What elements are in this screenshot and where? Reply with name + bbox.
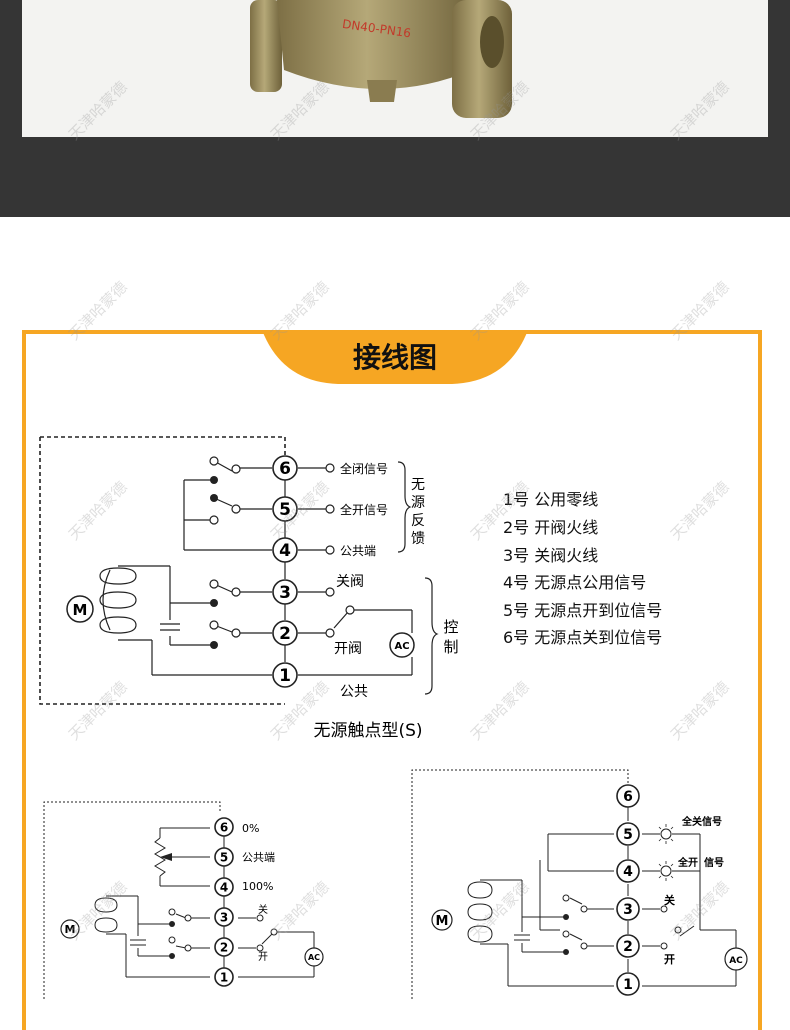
feedback-label-open: 全开信号	[340, 502, 388, 517]
lamp-label-signal: 信号	[704, 856, 724, 869]
terminal-circle	[214, 847, 234, 867]
pot-terminal-block: 6 5 4 3 2 1	[214, 817, 234, 987]
motor-symbol	[66, 595, 94, 623]
terminal-circle	[214, 907, 234, 927]
terminal-number: 1	[623, 977, 633, 993]
valve-right-port	[480, 16, 504, 68]
terminal-block: 6 5 4 3 2 1	[272, 455, 298, 688]
terminal-number: 3	[279, 583, 291, 603]
control-label: 控制	[443, 618, 458, 656]
legend-line-1: 1号 公用零线	[503, 490, 599, 509]
pot-ac-symbol	[304, 947, 324, 967]
terminal-circle	[272, 620, 298, 646]
terminal-number: 6	[279, 459, 291, 479]
lamp-label-close: 关	[664, 893, 675, 907]
valve-drain-boss	[367, 80, 397, 102]
motor-label: M	[73, 601, 88, 619]
terminal-circle	[616, 784, 640, 808]
feedback-group-char: 馈	[411, 531, 425, 547]
valve-left-flange	[250, 0, 282, 92]
lamp-ac-symbol	[724, 947, 748, 971]
terminal-circle	[616, 859, 640, 883]
control-char: 制	[443, 638, 458, 656]
pot-motor-symbol	[60, 919, 80, 939]
pot-label-common: 公共端	[242, 851, 275, 864]
terminal-number: 5	[623, 827, 633, 843]
pot-label-0: 0%	[242, 822, 259, 835]
lamp-terminal-block: 6 5 4 3 2 1	[616, 784, 640, 996]
feedback-group-char: 反	[411, 513, 425, 529]
terminal-number: 3	[623, 902, 633, 918]
terminal-number: 6	[220, 820, 228, 834]
terminal-circle	[272, 537, 298, 563]
lamp-label-all-closed: 全关信号	[681, 815, 722, 828]
terminal-number: 1	[220, 970, 228, 984]
feedback-label-close: 全闭信号	[340, 461, 388, 476]
section-title: 接线图	[352, 341, 437, 374]
common-label: 公共	[340, 684, 368, 700]
terminal-circle	[272, 455, 298, 481]
terminal-number: 4	[623, 864, 633, 880]
lamp-motor-symbol	[431, 909, 453, 931]
terminal-number: 2	[623, 939, 633, 955]
terminal-number: 3	[220, 910, 228, 924]
close-valve-label: 关阀	[336, 574, 364, 590]
terminal-circle	[272, 496, 298, 522]
terminal-number: 6	[623, 789, 633, 805]
lamp-label-open: 开	[664, 953, 675, 966]
terminal-circle	[616, 934, 640, 958]
terminal-number: 4	[279, 541, 291, 561]
legend-line-2: 2号 开阀火线	[503, 518, 599, 537]
terminal-circle	[616, 822, 640, 846]
terminal-circle	[616, 897, 640, 921]
pot-label-open: 开	[258, 952, 268, 963]
feedback-label-common: 公共端	[340, 544, 376, 558]
terminal-number: 5	[220, 850, 228, 864]
terminal-circle	[272, 579, 298, 605]
switch-contact	[209, 456, 219, 466]
terminal-circle	[214, 877, 234, 897]
ac-label: AC	[394, 641, 409, 652]
lamp-ac-label: AC	[729, 956, 743, 966]
pot-motor-label: M	[65, 923, 76, 936]
legend-line-4: 4号 无源点公用信号	[503, 573, 647, 592]
legend-line-3: 3号 关阀火线	[503, 546, 599, 565]
terminal-circle	[272, 662, 298, 688]
terminal-number: 5	[279, 500, 291, 520]
control-char: 控	[443, 618, 458, 636]
feedback-group-char: 源	[411, 495, 425, 511]
diagram-caption: 无源触点型(S)	[313, 721, 422, 741]
terminal-circle	[214, 937, 234, 957]
pot-label-close: 关	[258, 903, 268, 916]
lamp-motor-label: M	[436, 914, 449, 929]
lamp-label-all-open: 全开	[677, 856, 698, 869]
terminal-circle	[616, 972, 640, 996]
valve-body	[277, 0, 477, 89]
open-valve-label: 开阀	[334, 641, 362, 657]
product-photo-panel: DN40-PN16	[22, 0, 768, 137]
pot-ac-label: AC	[308, 953, 320, 962]
terminal-number: 4	[220, 880, 228, 894]
valve-photo: DN40-PN16	[250, 0, 512, 118]
terminal-circle	[214, 967, 234, 987]
feedback-group-char: 无	[411, 477, 425, 493]
legend-line-6: 6号 无源点关到位信号	[503, 628, 663, 647]
terminal-number: 2	[220, 940, 228, 954]
ac-source-symbol	[389, 632, 415, 658]
terminal-number: 1	[279, 666, 291, 686]
terminal-number: 2	[279, 624, 291, 644]
pot-label-100: 100%	[242, 880, 273, 893]
title-tab	[262, 330, 528, 384]
legend-line-5: 5号 无源点开到位信号	[503, 601, 663, 620]
terminal-circle	[214, 817, 234, 837]
